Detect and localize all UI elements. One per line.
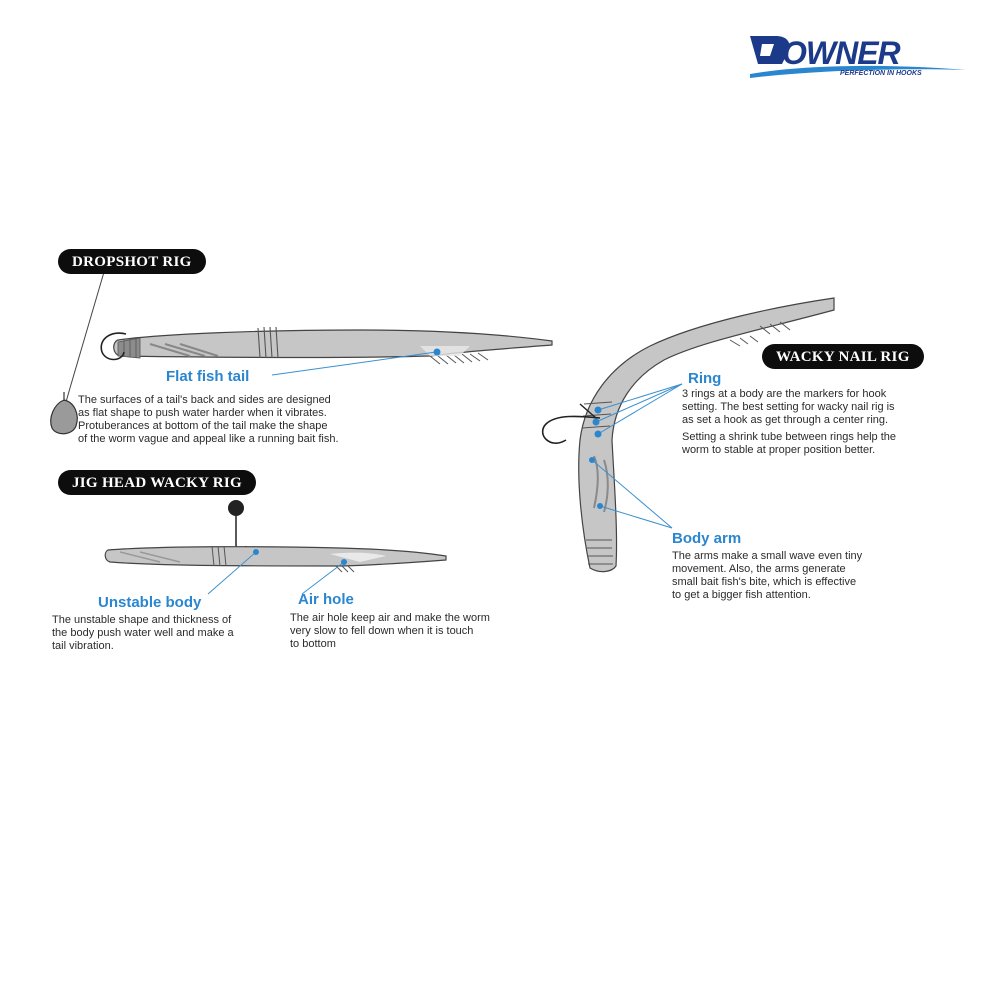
flat-fish-tail-description: The surfaces of a tail's back and sides … (78, 394, 339, 445)
ring-pointer (592, 383, 683, 438)
flat-fish-tail-pointer (271, 348, 441, 376)
wacky-worm (578, 297, 835, 573)
logo-wordmark: OWNER (782, 35, 901, 71)
unstable-body-description: The unstable shape and thickness of the … (52, 614, 234, 652)
unstable-body-heading: Unstable body (98, 594, 202, 611)
jighead-worm (104, 545, 447, 573)
dropshot-line (65, 271, 105, 403)
air-hole-pointer (301, 559, 347, 595)
ring-heading: Ring (688, 370, 722, 387)
ring-description: 3 rings at a body are the markers for ho… (682, 388, 897, 456)
flat-fish-tail-heading: Flat fish tail (166, 368, 250, 385)
jighead-weight-icon (228, 500, 247, 554)
jig-head-wacky-rig-badge: JIG HEAD WACKY RIG (58, 470, 257, 495)
logo-tagline: PERFECTION IN HOOKS (840, 70, 922, 77)
unstable-body-pointer (207, 549, 259, 595)
dropshot-worm (113, 326, 553, 365)
body-arm-heading: Body arm (672, 530, 742, 547)
dropshot-rig-badge: DROPSHOT RIG (58, 249, 206, 274)
wacky-nail-rig-badge: WACKY NAIL RIG (762, 344, 924, 369)
air-hole-heading: Air hole (298, 591, 354, 608)
wacky-hook-icon (541, 403, 601, 444)
air-hole-description: The air hole keep air and make the worm … (290, 612, 490, 650)
body-arm-pointer (589, 457, 673, 529)
dropshot-hook-icon (100, 332, 127, 361)
owner-logo: OWNER PERFECTION IN HOOKS (748, 30, 973, 82)
dropshot-sinker-icon (50, 392, 78, 435)
body-arm-description: The arms make a small wave even tiny mov… (672, 550, 863, 601)
